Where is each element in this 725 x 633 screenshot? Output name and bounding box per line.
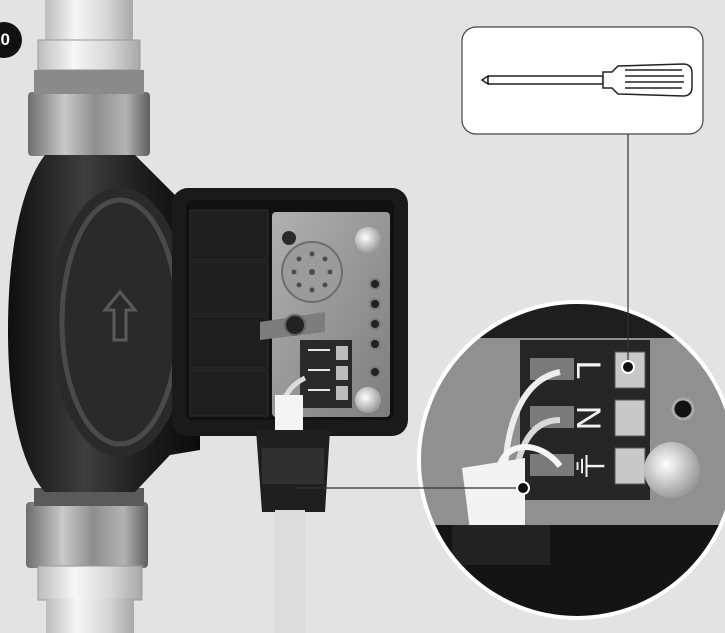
clamp-screw [284,314,306,336]
screwdriver-icon [480,63,693,97]
step-number: 10 [0,30,10,49]
callout-lines [297,134,629,489]
cover-rib-1 [189,209,269,261]
union-nut-top-ring [34,70,144,94]
pipe-bottom [46,598,134,633]
earth-ground-icon: ⏚ [568,449,608,483]
zoom-cable-sheath [462,458,525,530]
led-column [369,278,381,378]
power-cable [275,510,305,633]
zoom-inset: L N ⏚ [417,300,725,620]
small-cable-sheath [275,395,303,435]
union-nut-bottom [26,502,148,568]
zoom-panel-screw [644,442,700,498]
step-number-badge: 10 [0,22,22,58]
zoom-led [671,397,695,421]
indicator-dot [282,231,296,245]
union-nut-top [28,92,150,156]
callout-dot-wire [516,481,530,495]
flow-direction-arrow-icon [101,289,139,342]
terminal-label-line: L [569,361,607,380]
terminal-slots [336,346,348,400]
zoom-circle-border [417,300,725,620]
pipe-assembly [26,0,150,633]
panel-screw-top [355,227,381,253]
pump-body [8,155,200,492]
callout-dot-terminal [621,360,635,374]
cover-rib-2 [189,261,269,315]
cover-rib-3 [189,315,269,369]
pipe-bottom-collar [37,565,143,601]
stator-can [50,187,190,457]
terminal-label-neutral: N [569,406,607,431]
speed-dial-dots [291,251,333,293]
terminal-levers [308,349,330,391]
cover-rib-4 [189,369,269,417]
zoom-gland [452,525,550,565]
zoom-housing-top [419,302,725,338]
panel-screw-bottom [355,387,381,413]
union-nut-bottom-ring [34,488,144,506]
tool-callout-box [461,26,704,135]
pipe-top-collar [37,39,141,71]
control-box [172,188,408,633]
gland-nut [262,448,324,484]
